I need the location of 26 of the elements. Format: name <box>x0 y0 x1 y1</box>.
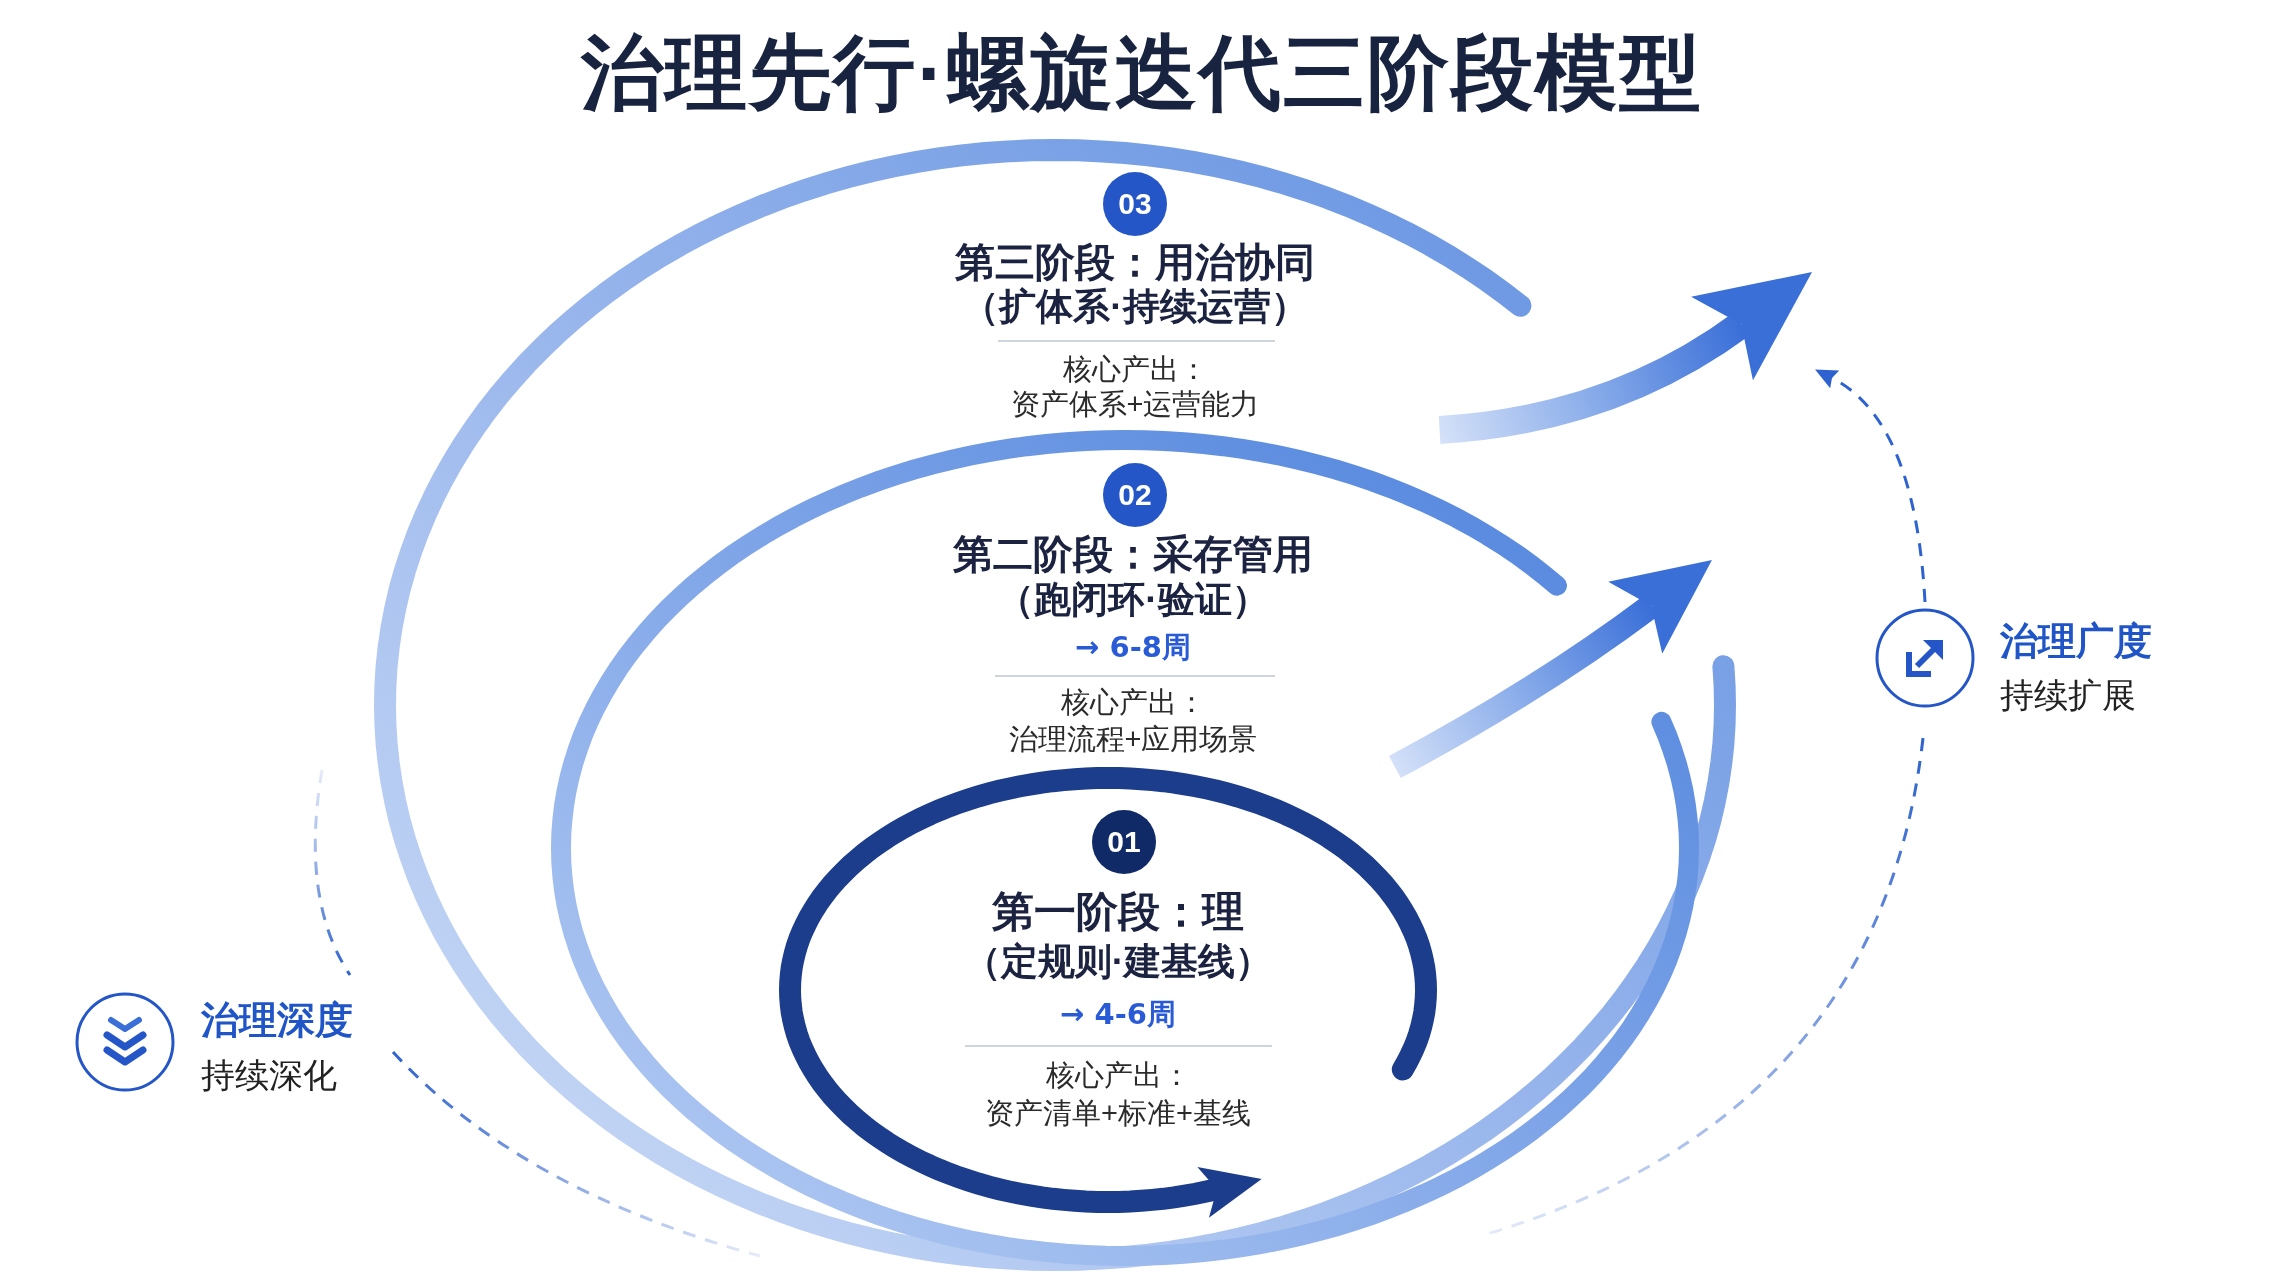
number-badge: 01 <box>1092 810 1156 874</box>
output-text: 资产体系+运营能力 <box>1010 386 1260 422</box>
output-text: 资产清单+标准+基线 <box>985 1095 1251 1131</box>
side-heading: 治理深度 <box>201 998 353 1044</box>
duration-text: → 6-8周 <box>1075 629 1191 665</box>
side-caption: 持续深化 <box>201 1054 337 1096</box>
stage-subtitle: （扩体系·持续运营） <box>962 284 1308 329</box>
output-label: 核心产出： <box>1062 351 1208 387</box>
diagram-title: 治理先行·螺旋迭代三阶段模型 <box>581 25 1703 120</box>
number-badge: 02 <box>1103 463 1167 527</box>
output-label: 核心产出： <box>1045 1057 1191 1093</box>
stage-subtitle: （跑闭环·验证） <box>997 577 1269 622</box>
duration-text: → 4-6周 <box>1060 996 1176 1032</box>
spiral-loop <box>551 430 1699 1266</box>
stage-subtitle: （定规则·建基线） <box>963 939 1273 984</box>
arrow <box>1438 273 1814 444</box>
output-text: 治理流程+应用场景 <box>1008 721 1258 757</box>
side-heading: 治理广度 <box>2000 619 2152 665</box>
stage-heading: 第三阶段：用治协同 <box>955 239 1315 286</box>
spiral-loop <box>374 139 1736 1271</box>
side-caption: 持续扩展 <box>2000 674 2136 716</box>
arrow <box>1388 560 1713 778</box>
stage-heading: 第二阶段：采存管用 <box>953 531 1313 578</box>
stage-heading: 第一阶段：理 <box>992 886 1244 937</box>
number-badge: 03 <box>1103 172 1167 236</box>
output-label: 核心产出： <box>1060 684 1206 720</box>
